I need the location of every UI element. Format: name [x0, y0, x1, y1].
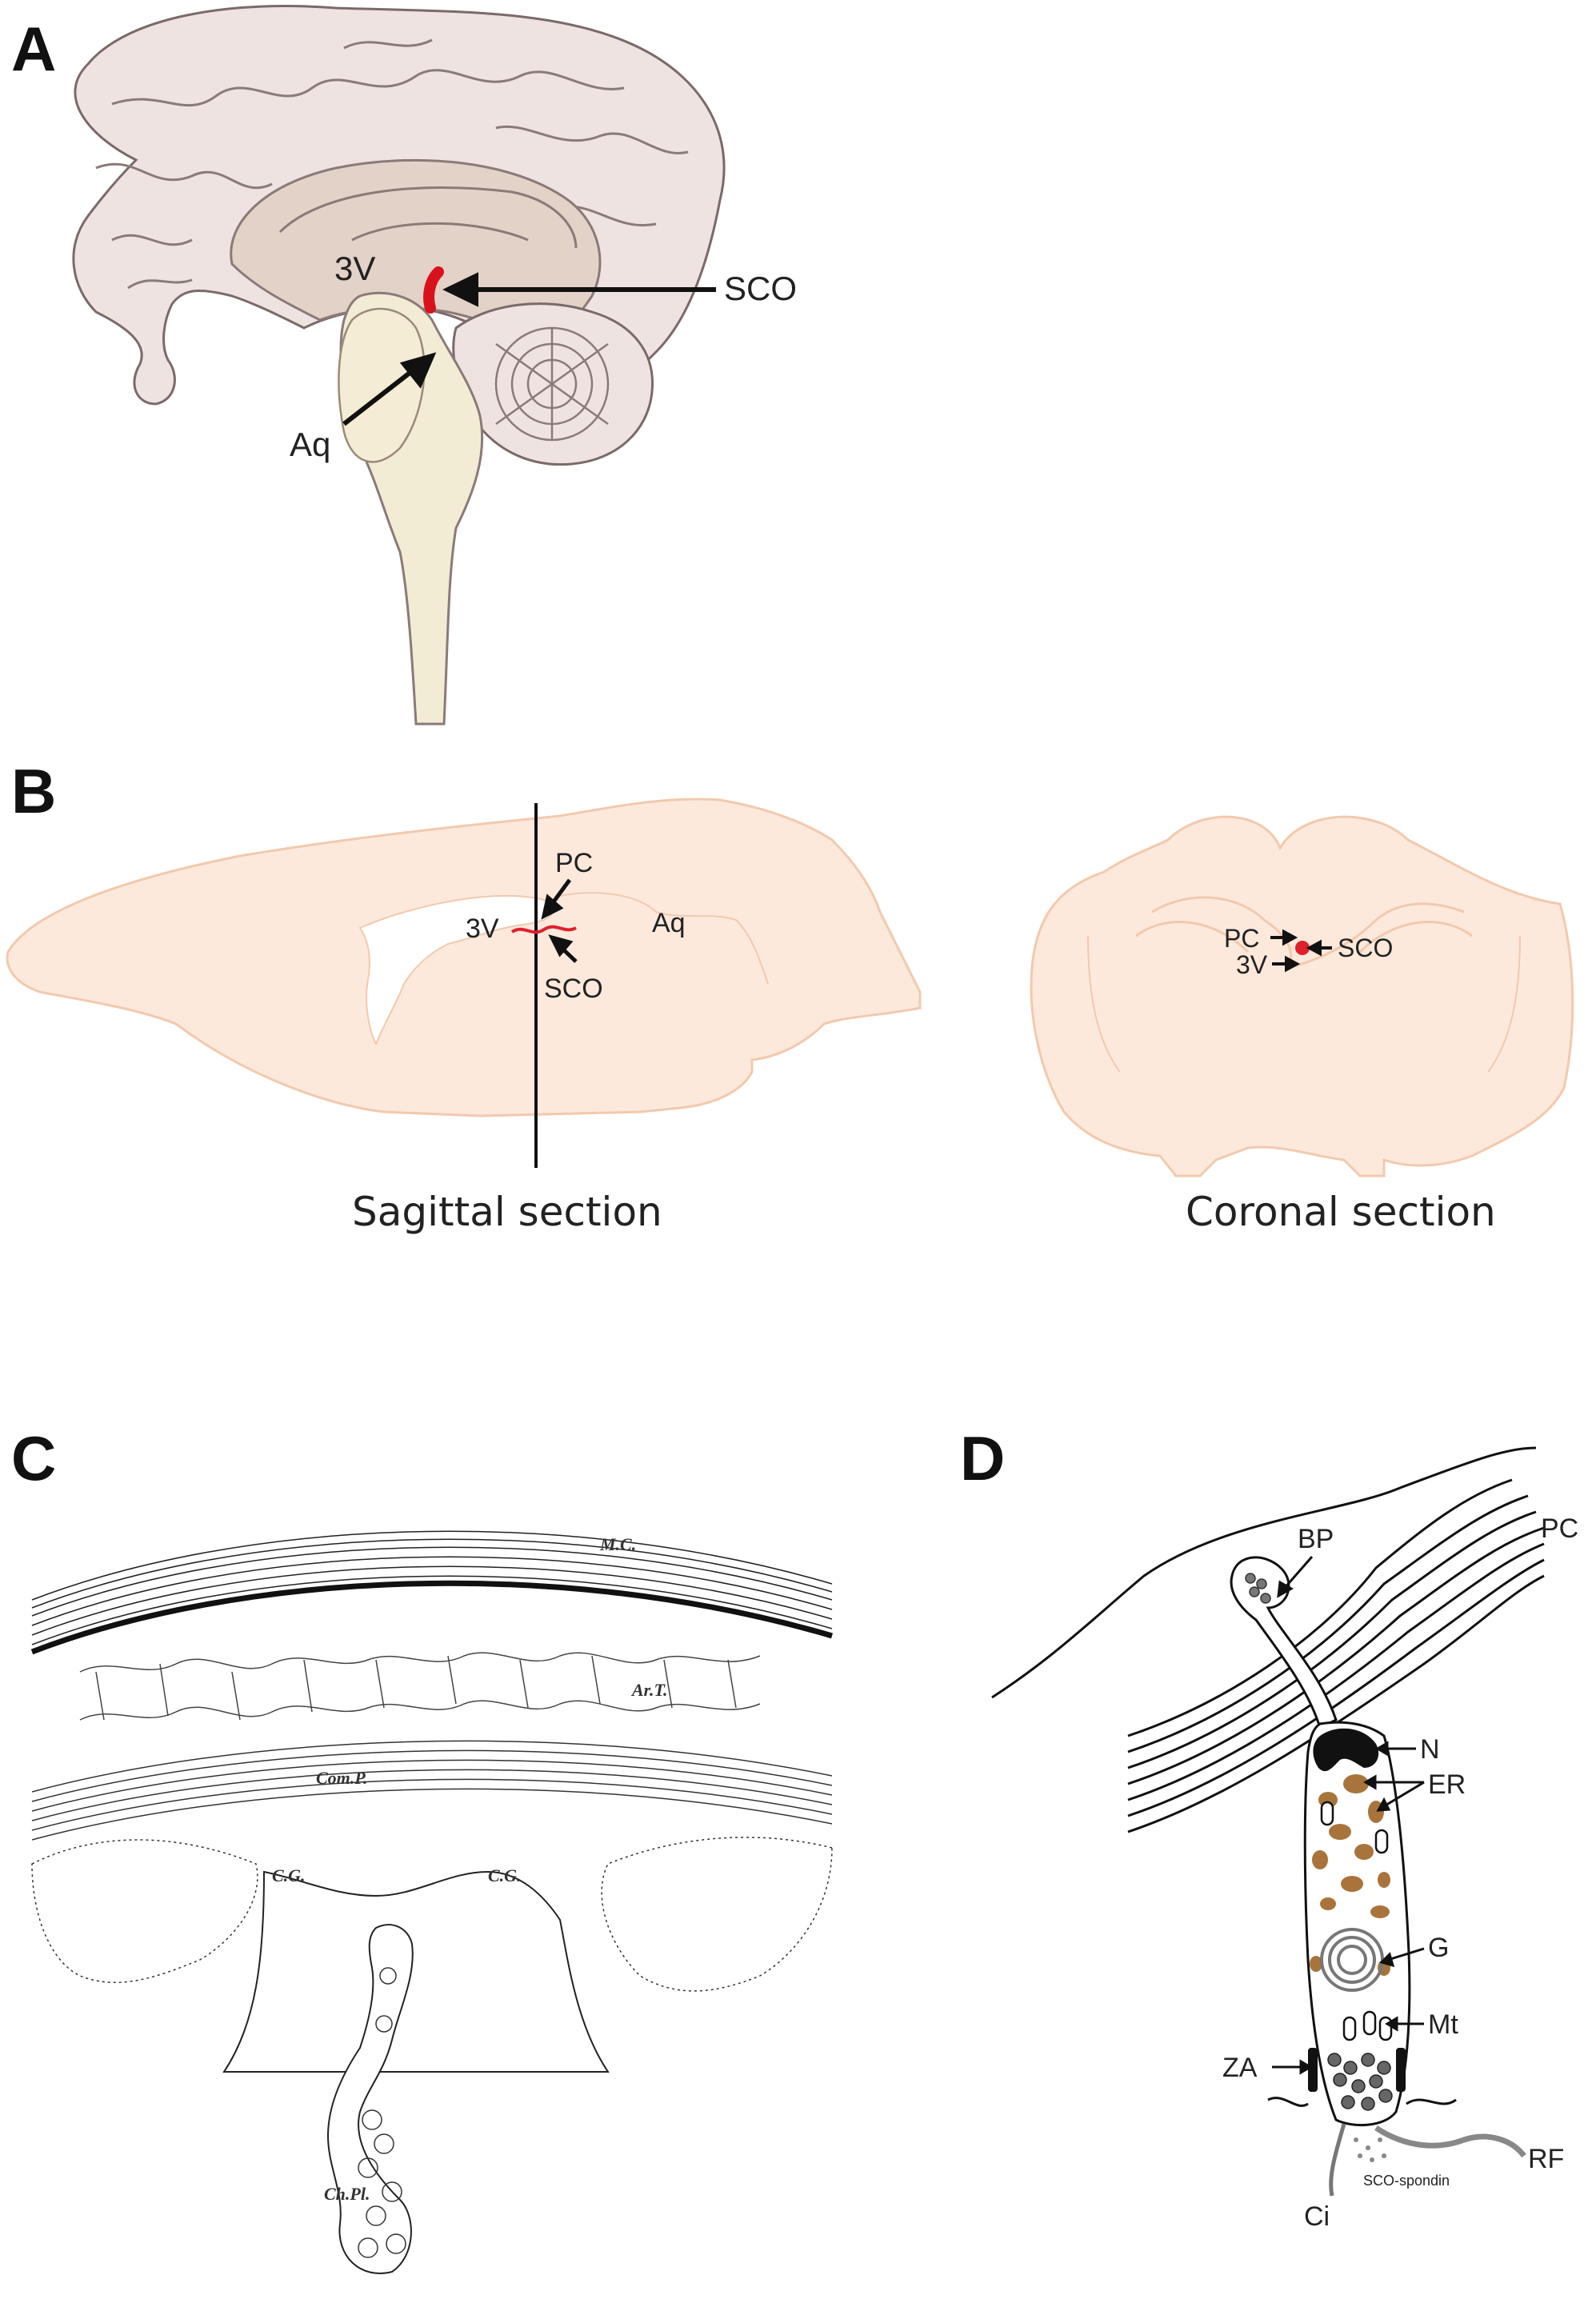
choroid-cells	[358, 1967, 406, 2258]
zonula-adherens	[1308, 2048, 1406, 2092]
fornix-line	[351, 222, 529, 242]
arrows	[342, 272, 716, 426]
coronal-section-outline	[1030, 815, 1574, 1177]
panel-a: A	[0, 0, 1596, 736]
panel-c: C	[0, 1416, 896, 2311]
label-art: Ar.T.	[630, 1680, 667, 1700]
label-rf: RF	[1528, 2144, 1564, 2174]
coronal-sco-mark	[1295, 941, 1310, 955]
coronal-caption: Coronal section	[1186, 1189, 1496, 1235]
panel-a-letter: A	[11, 14, 57, 84]
label-bp: BP	[1298, 1524, 1334, 1554]
cerebellar-folia	[494, 326, 610, 442]
reissner-fiber	[1374, 2125, 1526, 2158]
sagittal-ventricle	[358, 894, 554, 1046]
sagittal-label-pc: PC	[555, 848, 593, 878]
apical-surface	[1267, 2097, 1457, 2107]
label-n: N	[1420, 1734, 1440, 1765]
corpus-callosum-line	[278, 186, 578, 249]
fiber-arcs	[31, 1530, 833, 1645]
choroid-plexus	[326, 1924, 414, 2274]
sagittal-inner-line	[559, 892, 769, 985]
sagittal-section-outline	[6, 798, 922, 1118]
sagittal-caption: Sagittal section	[352, 1189, 662, 1235]
label-comp: Com.P.	[316, 1768, 367, 1788]
sco-cell-diagram: BP PC N ER G Mt ZA Ci RF SCO-spondin	[991, 1446, 1578, 2232]
nucleus	[1313, 1728, 1379, 1772]
label-cg-left: C.G.	[272, 1865, 306, 1885]
pons	[338, 307, 426, 463]
sagittal-human-brain-illustration: 3V SCO Aq	[72, 5, 797, 726]
label-sco-spondin: SCO-spondin	[1363, 2173, 1450, 2189]
coronal-ventricle-2	[1135, 921, 1473, 954]
coronal-inner-line	[1087, 935, 1521, 1073]
coronal-arrows	[1270, 929, 1332, 973]
boundary-curve	[991, 1446, 1537, 1699]
mitochondria	[1320, 1801, 1393, 2041]
gyri-lines	[95, 38, 689, 290]
label-arrows	[1272, 1556, 1425, 2075]
label-er: ER	[1428, 1769, 1466, 1800]
panel-d: D	[904, 1416, 1596, 2311]
label-pc: PC	[1541, 1513, 1578, 1544]
granules	[1327, 2053, 1393, 2111]
bp-dots	[1245, 1573, 1271, 1604]
coronal-label-3v: 3V	[1236, 950, 1268, 979]
label-sco: SCO	[724, 270, 797, 307]
panel-c-letter: C	[11, 1423, 57, 1493]
central-cavity	[222, 1870, 610, 2073]
pc-fibers	[1127, 1478, 1545, 1833]
secretion-dots	[1354, 2137, 1386, 2162]
sco-mark	[423, 266, 444, 314]
inner-region	[230, 158, 602, 354]
sagittal-arrows	[541, 878, 578, 963]
panel-b-letter: B	[11, 756, 57, 826]
sagittal-label-sco: SCO	[544, 974, 603, 1004]
panel-b: B PC 3V Aq SCO Sagittal section	[0, 752, 1596, 1312]
cell-masses	[31, 1837, 833, 1992]
mouse-brain-sections: PC 3V Aq SCO Sagittal section PC SCO 3V …	[6, 798, 1574, 1235]
basal-process	[1230, 1556, 1338, 1730]
label-ci: Ci	[1304, 2201, 1330, 2232]
label-3v: 3V	[334, 250, 375, 287]
sagittal-label-3v: 3V	[466, 914, 499, 944]
coronal-label-pc: PC	[1224, 924, 1259, 953]
label-mc: M.C.	[599, 1534, 636, 1554]
label-chpl: Ch.Pl.	[324, 2184, 370, 2204]
cell-layer	[79, 1652, 761, 1721]
label-mt: Mt	[1428, 2009, 1458, 2040]
historical-sco-drawing: M.C. Ar.T. Com.P. C.G. C.G. Ch.Pl.	[30, 1530, 833, 2274]
label-aq: Aq	[290, 426, 330, 463]
er-blobs	[1310, 1774, 1390, 1976]
label-za: ZA	[1222, 2053, 1258, 2083]
sagittal-label-aq: Aq	[652, 908, 686, 938]
cilium	[1329, 2123, 1346, 2197]
commissure-band	[31, 1740, 833, 1841]
thick-dark-band	[30, 1580, 833, 1655]
sagittal-sco-mark	[510, 925, 577, 934]
label-g: G	[1428, 1933, 1449, 1963]
label-cg-right: C.G.	[488, 1865, 522, 1885]
panel-d-letter: D	[960, 1423, 1006, 1493]
coronal-label-sco: SCO	[1338, 934, 1393, 962]
